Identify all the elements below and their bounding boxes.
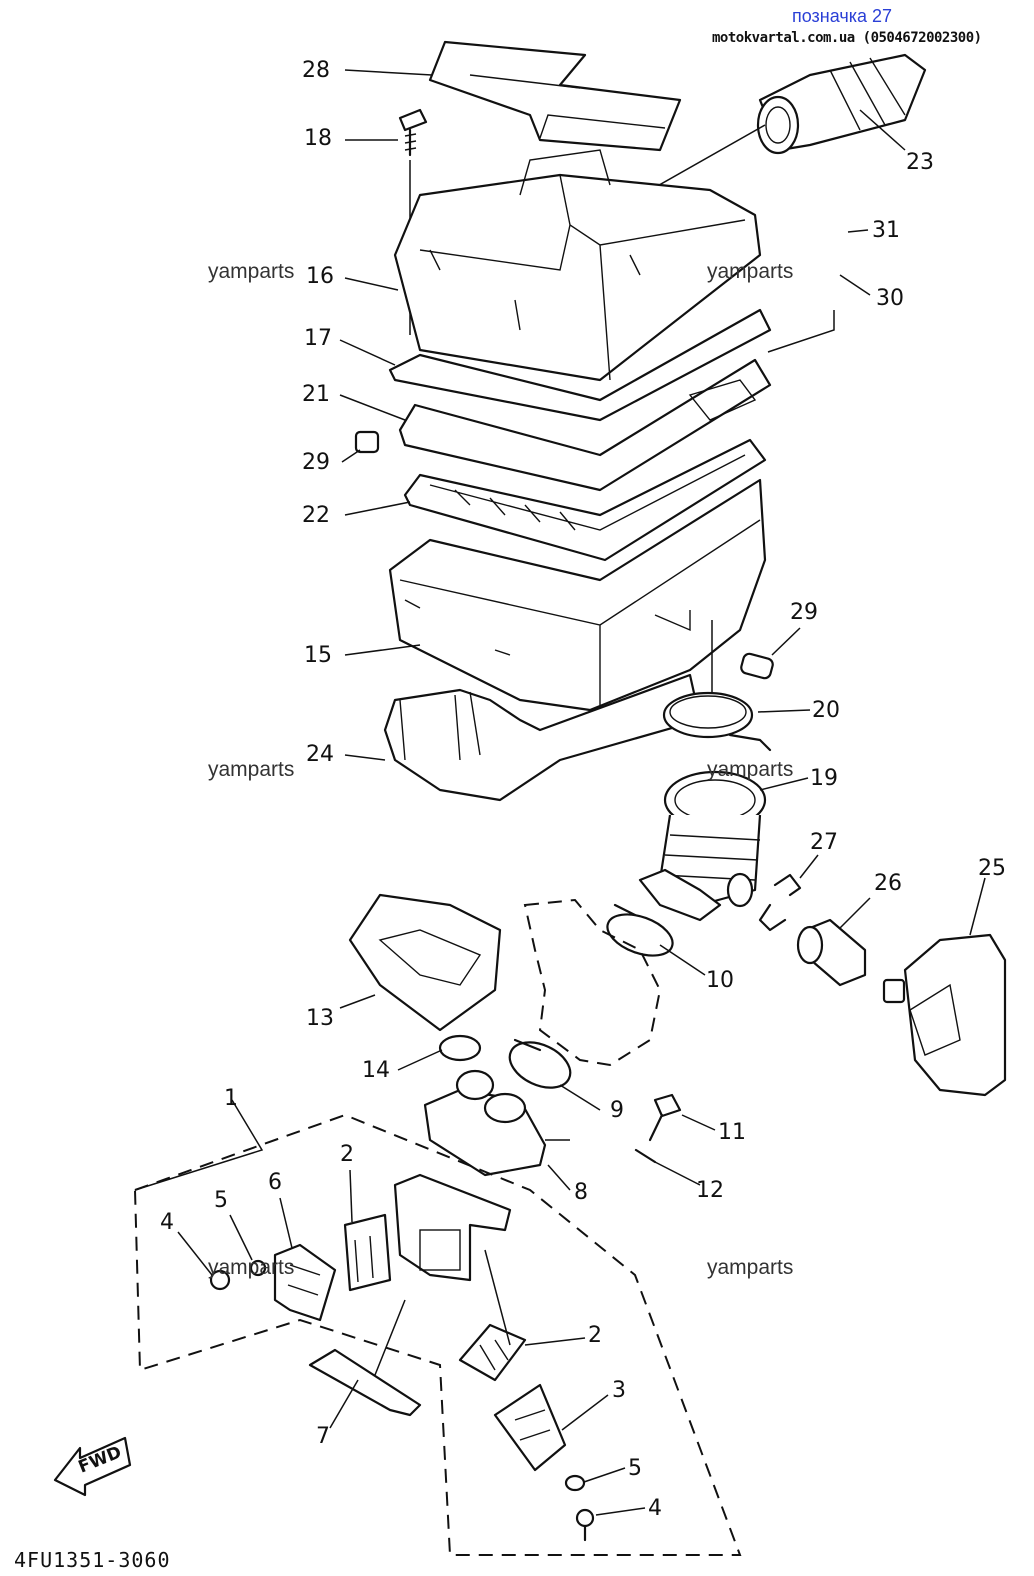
callout-19: 19	[810, 766, 838, 791]
callout-25: 25	[978, 856, 1006, 881]
assembly-1-boundary	[133, 1113, 742, 1556]
callout-31: 31	[872, 218, 900, 243]
callout-9: 9	[610, 1098, 624, 1123]
callout-10: 10	[706, 968, 734, 993]
fwd-arrow	[53, 1436, 132, 1497]
part-9-clamp	[508, 1038, 572, 1089]
part-16-cover	[393, 149, 762, 382]
callout-14: 14	[362, 1058, 390, 1083]
part-17-gasket	[388, 308, 772, 422]
part-10-clamp	[606, 903, 674, 957]
callout-27: 27	[810, 830, 838, 855]
leader-lines	[134, 69, 986, 1516]
part-13-cover	[348, 893, 502, 1032]
part-29b-grommet	[740, 652, 774, 680]
watermark: yamparts	[707, 1256, 794, 1279]
part-14-clamp	[438, 1034, 482, 1062]
watermark: yamparts	[208, 260, 295, 283]
callout-21: 21	[302, 382, 330, 407]
part-8-manifold	[423, 1069, 570, 1177]
diagram-reference: позначка 27	[792, 6, 893, 26]
part-12-stud	[634, 1148, 657, 1164]
callout-4b: 4	[648, 1496, 662, 1521]
callout-17: 17	[304, 326, 332, 351]
part-25-box	[882, 933, 1007, 1097]
callout-6: 6	[268, 1170, 282, 1195]
part-15-case	[388, 478, 767, 712]
callout-30: 30	[876, 286, 904, 311]
callout-23: 23	[906, 150, 934, 175]
callout-7: 7	[316, 1424, 330, 1449]
part-23-joint	[579, 53, 927, 231]
part-4-5-screws	[209, 1259, 267, 1291]
callout-20: 20	[812, 698, 840, 723]
callout-2: 2	[340, 1142, 354, 1167]
part-reed-block	[393, 1173, 512, 1282]
engine-outline	[523, 898, 662, 1067]
part-19-joint	[638, 770, 767, 922]
callout-22: 22	[302, 503, 330, 528]
part-5b-washer	[564, 1474, 586, 1492]
callout-29: 29	[302, 450, 330, 475]
callout-4: 4	[160, 1210, 174, 1235]
callout-5: 5	[214, 1188, 228, 1213]
callout-3: 3	[612, 1378, 626, 1403]
watermark: yamparts	[208, 1256, 295, 1279]
callout-5b: 5	[628, 1456, 642, 1481]
callout-2b: 2	[588, 1323, 602, 1348]
part-20-clamp	[662, 691, 772, 752]
callout-8: 8	[574, 1180, 588, 1205]
source-site: motokvartal.com.ua (0504672002300)	[712, 30, 982, 46]
callout-26: 26	[874, 871, 902, 896]
callout-18: 18	[304, 126, 332, 151]
callout-28: 28	[302, 58, 330, 83]
part-3-stopper	[493, 1383, 567, 1472]
part-28-element	[428, 40, 682, 152]
watermark: yamparts	[707, 758, 794, 781]
part-26-fitting	[796, 918, 867, 987]
part-27-clip	[758, 873, 802, 932]
part-24-duct	[383, 673, 702, 802]
callout-12: 12	[696, 1178, 724, 1203]
callout-24: 24	[306, 742, 334, 767]
part-11-bolt	[648, 1093, 682, 1142]
part-2-reed	[343, 1213, 392, 1292]
part-21-plate	[398, 358, 772, 492]
callout-29b: 29	[790, 600, 818, 625]
watermark: yamparts	[707, 260, 794, 283]
part-29-grommet	[354, 430, 380, 454]
callout-13: 13	[306, 1006, 334, 1031]
callout-16: 16	[306, 264, 334, 289]
watermark: yamparts	[208, 758, 295, 781]
callout-11: 11	[718, 1120, 746, 1145]
part-7-gasket	[308, 1348, 422, 1417]
callout-1: 1	[224, 1086, 238, 1111]
part-22-frame	[403, 438, 767, 562]
catalog-number: 4FU1351-3060	[14, 1548, 171, 1572]
part-6-stopper	[273, 1243, 337, 1322]
part-2b-reed	[458, 1323, 527, 1382]
part-4b-screw	[575, 1508, 595, 1542]
callout-15: 15	[304, 643, 332, 668]
